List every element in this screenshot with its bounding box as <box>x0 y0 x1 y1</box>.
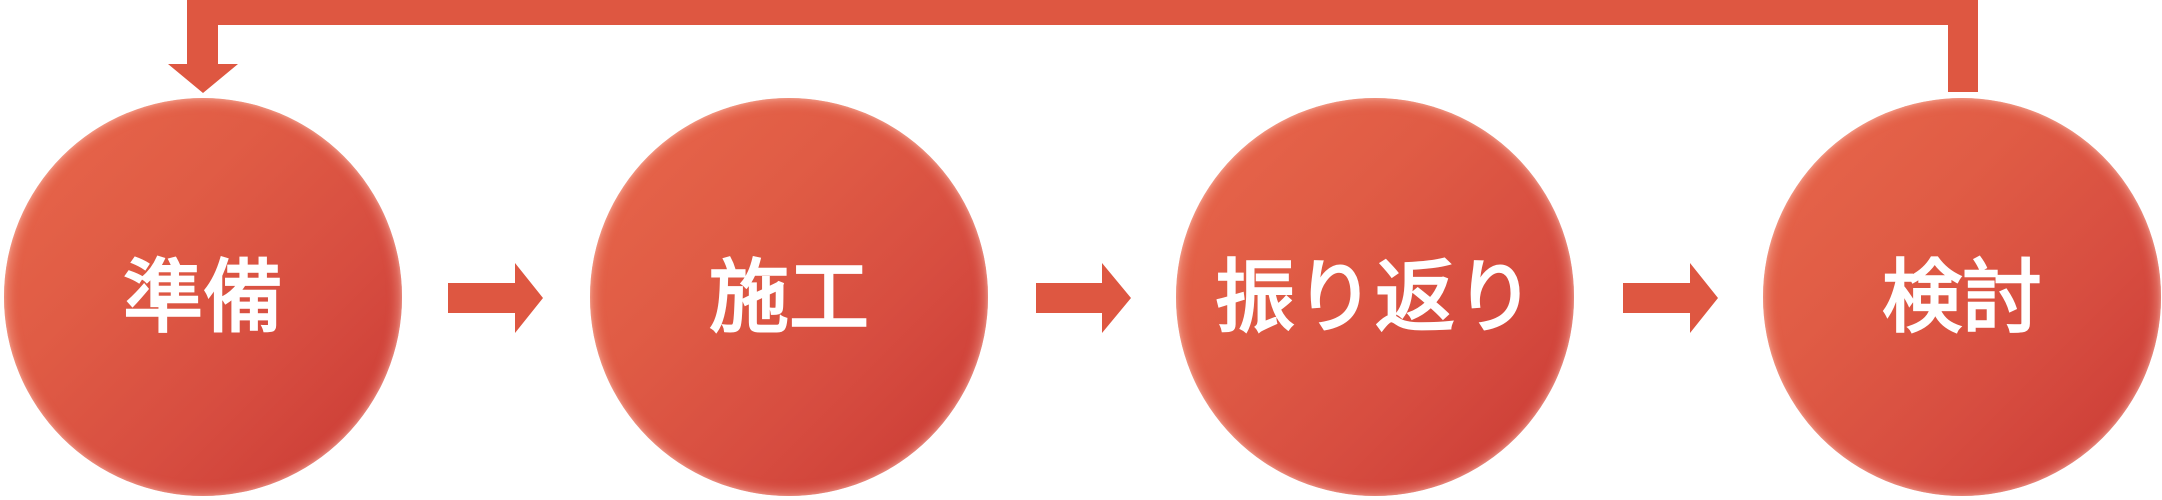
loop-back-connector <box>168 0 1978 93</box>
step-circle-construction: 施工 <box>590 98 988 496</box>
arrow-right-icon <box>448 263 543 333</box>
arrow-right-icon <box>1623 263 1718 333</box>
step-circle-consideration: 検討 <box>1763 98 2161 496</box>
step-label: 施工 <box>709 250 869 344</box>
step-circle-review: 振り返り <box>1176 98 1574 496</box>
step-label: 準備 <box>123 250 283 344</box>
step-circle-preparation: 準備 <box>4 98 402 496</box>
step-label: 検討 <box>1882 250 2042 344</box>
step-label: 振り返り <box>1215 250 1535 344</box>
arrow-right-icon <box>1036 263 1131 333</box>
